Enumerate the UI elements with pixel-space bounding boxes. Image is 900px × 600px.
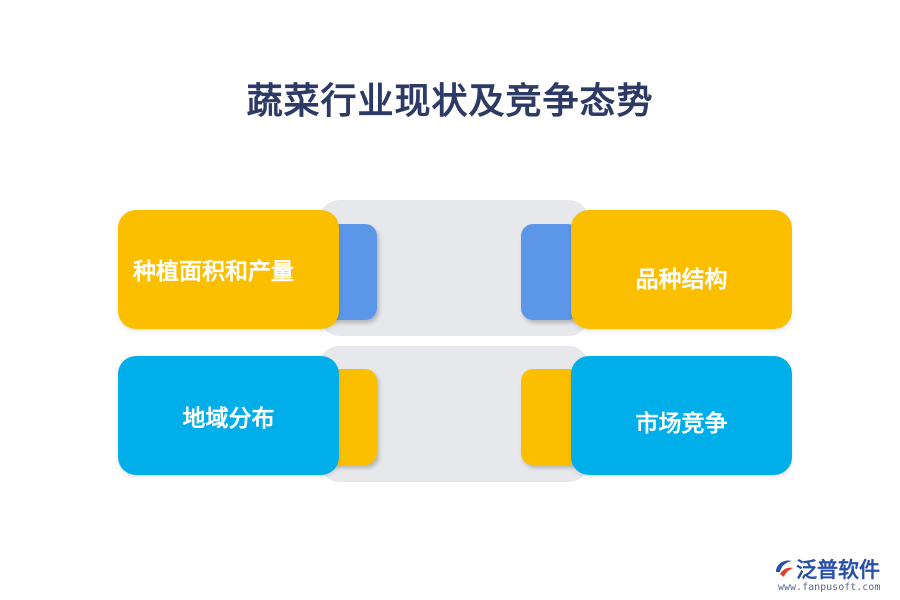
card-variety-structure-label: 品种结构	[635, 267, 728, 293]
brand-logo: 泛普软件 www.fanpusoft.com	[770, 552, 900, 600]
connector-tab-bottom-right	[521, 369, 580, 465]
brand-name: 泛普软件	[796, 558, 880, 582]
card-market-competition-label: 市场竞争	[635, 411, 728, 437]
card-variety-structure: 品种结构	[571, 210, 792, 329]
card-planting-area: 种植面积和产量	[118, 210, 339, 329]
card-planting-area-label: 种植面积和产量	[133, 259, 294, 285]
page-title: 蔬菜行业现状及竞争态势	[246, 81, 654, 122]
connector-tab-top-right	[521, 224, 580, 320]
card-regional-distribution-label: 地域分布	[182, 405, 275, 432]
brand-url: www.fanpusoft.com	[778, 582, 881, 593]
fanpu-logo-icon	[776, 560, 793, 577]
card-market-competition: 市场竞争	[571, 356, 792, 475]
card-regional-distribution: 地域分布	[118, 356, 339, 475]
